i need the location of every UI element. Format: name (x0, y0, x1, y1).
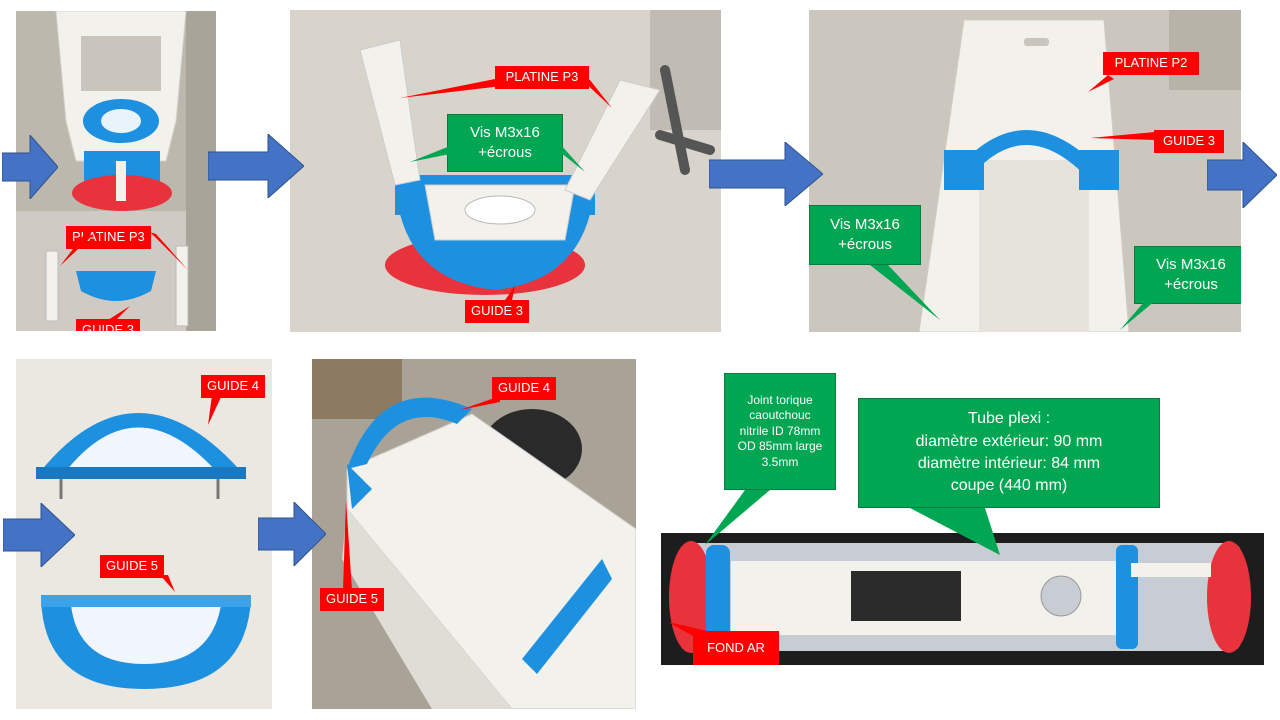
label-guide-4: GUIDE 4 (201, 375, 266, 398)
photo-step-3-image (809, 10, 1241, 332)
label-joint-line-5: 3.5mm (761, 454, 799, 469)
label-joint-torique: Joint torique caoutchouc nitrile ID 78mm… (724, 373, 836, 490)
label-tube-line-4: coupe (440 mm) (950, 477, 1068, 495)
label-guide-3: GUIDE 3 (76, 319, 141, 331)
label-tube-line-2: diamètre extérieur: 90 mm (915, 432, 1103, 450)
arrow-right-icon (2, 135, 58, 199)
label-platine-p3: PLATINE P3 (66, 226, 151, 249)
label-guide-4: GUIDE 4 (492, 377, 557, 400)
label-tube-line-1: Tube plexi : (967, 410, 1051, 428)
label-joint-line-3: nitrile ID 78mm (739, 423, 821, 438)
label-guide-3: GUIDE 3 (1154, 130, 1224, 153)
label-guide-5: GUIDE 5 (320, 588, 385, 611)
label-screws-right-line-1: Vis M3x16 (1156, 255, 1226, 273)
label-screws-right: Vis M3x16 +écrous (1134, 246, 1241, 304)
label-joint-line-1: Joint torique (747, 392, 813, 407)
arrow-right-icon (208, 134, 304, 198)
label-platine-p3: PLATINE P3 (495, 66, 589, 89)
label-tube-line-3: diamètre intérieur: 84 mm (917, 455, 1101, 472)
photo-step-5: GUIDE 4 GUIDE 5 (312, 359, 636, 709)
label-screws-left-line-2: +écrous (838, 236, 892, 253)
label-screws-left: Vis M3x16 +écrous (809, 205, 921, 265)
label-guide-3: GUIDE 3 (465, 300, 530, 323)
label-screws-line-1: Vis M3x16 (470, 123, 540, 141)
label-joint-line-4: OD 85mm large (737, 439, 823, 454)
photo-step-6: FOND AR (661, 533, 1264, 665)
label-screws-m3x16: Vis M3x16 +écrous (447, 114, 563, 172)
label-tube-plexi: Tube plexi : diamètre extérieur: 90 mm d… (858, 398, 1160, 508)
arrow-right-icon (258, 502, 326, 566)
photo-step-6-image (661, 533, 1264, 665)
label-screws-left-line-1: Vis M3x16 (830, 215, 900, 233)
photo-step-5-image (312, 359, 636, 709)
label-fond-ar: FOND AR (693, 631, 779, 665)
photo-step-1: PLATINE P3 GUIDE 3 (16, 11, 216, 331)
arrow-right-icon (3, 503, 75, 567)
label-joint-line-2: caoutchouc (749, 408, 811, 423)
arrow-right-icon (709, 142, 823, 206)
photo-step-2: PLATINE P3 Vis M3x16 +écrous GUIDE 3 (290, 10, 721, 332)
label-screws-right-line-2: +écrous (1164, 276, 1218, 293)
label-platine-p2: PLATINE P2 (1103, 52, 1199, 75)
label-screws-line-2: +écrous (478, 144, 532, 161)
photo-step-3: PLATINE P2 GUIDE 3 Vis M3x16 +écrous Vis… (809, 10, 1241, 332)
arrow-right-icon (1207, 142, 1277, 208)
photo-step-1-image (16, 11, 216, 331)
label-guide-5: GUIDE 5 (100, 555, 165, 578)
